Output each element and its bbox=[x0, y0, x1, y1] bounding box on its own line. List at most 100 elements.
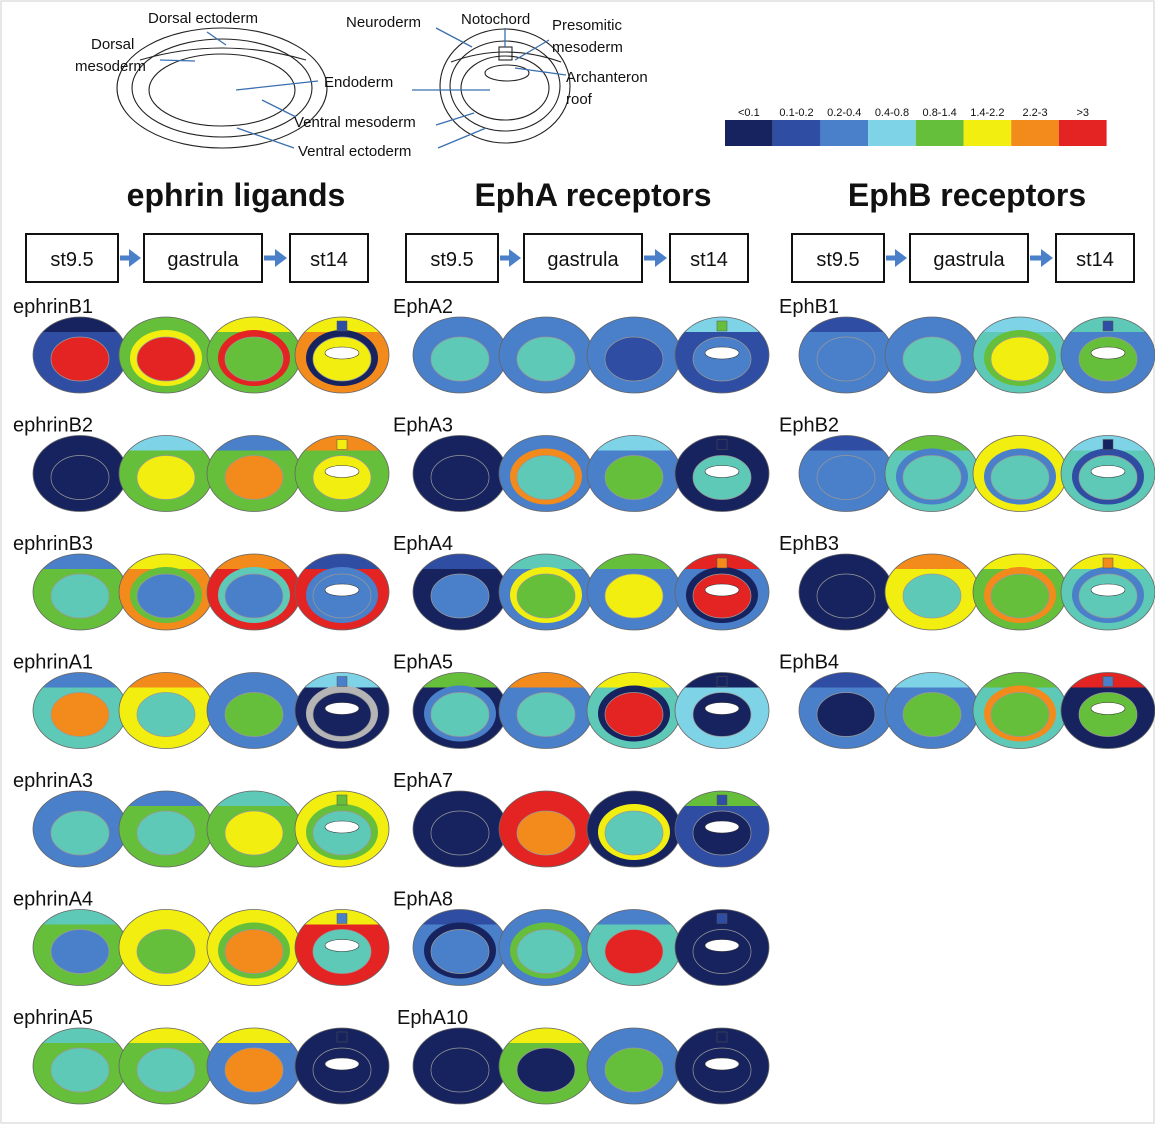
stage-label: st14 bbox=[690, 249, 728, 271]
archenteron-cavity bbox=[1090, 346, 1126, 360]
gene-name: EphA3 bbox=[393, 415, 453, 437]
gene-name: ephrinA4 bbox=[13, 889, 93, 911]
archenteron-cavity bbox=[324, 465, 360, 478]
embryo-diagram bbox=[498, 435, 594, 512]
gene-row: EphB2 bbox=[779, 415, 1155, 512]
endoderm-region bbox=[137, 455, 195, 500]
stage-arrowhead bbox=[655, 249, 667, 267]
stage-label: st14 bbox=[310, 249, 348, 271]
embryo-diagram bbox=[294, 909, 390, 986]
notochord-region bbox=[336, 439, 348, 450]
gene-name: EphB2 bbox=[779, 415, 839, 437]
legend-swatch bbox=[772, 120, 821, 146]
legend-label: 0.2-0.4 bbox=[827, 107, 861, 119]
embryo-diagram bbox=[1060, 672, 1155, 749]
legend-label: 1.4-2.2 bbox=[970, 107, 1004, 119]
archenteron-cavity bbox=[324, 583, 360, 597]
endoderm-region bbox=[431, 811, 489, 855]
notochord-region bbox=[716, 676, 728, 687]
notochord-region bbox=[716, 913, 728, 924]
gene-row: EphA7 bbox=[393, 770, 770, 868]
stage-box bbox=[25, 233, 119, 283]
embryo-diagram bbox=[586, 672, 682, 749]
stage-label: st9.5 bbox=[430, 249, 473, 271]
endoderm-region bbox=[137, 337, 195, 381]
stage-label: st9.5 bbox=[50, 249, 93, 271]
embryo-diagram bbox=[972, 672, 1068, 749]
endoderm-region bbox=[991, 574, 1049, 618]
endoderm-region bbox=[605, 455, 663, 500]
embryo-diagram bbox=[674, 790, 770, 868]
gene-name: EphA5 bbox=[393, 652, 453, 674]
stage-label: gastrula bbox=[547, 249, 619, 271]
gene-name: EphA10 bbox=[397, 1007, 468, 1029]
legend-label: 0.1-0.2 bbox=[779, 107, 813, 119]
endoderm-region bbox=[605, 337, 663, 381]
embryo-diagram bbox=[884, 316, 980, 394]
notochord-region bbox=[336, 913, 348, 924]
endoderm-region bbox=[517, 337, 575, 381]
legend-label: <0.1 bbox=[738, 107, 760, 119]
label-presomitic-line1: Presomitic bbox=[552, 17, 623, 34]
endoderm-region bbox=[137, 692, 195, 737]
endoderm-region bbox=[991, 455, 1049, 500]
legend-label: 0.4-0.8 bbox=[875, 107, 909, 119]
embryo-diagram bbox=[498, 553, 594, 631]
endoderm-region bbox=[51, 1048, 109, 1092]
stage-label: st9.5 bbox=[816, 249, 859, 271]
endoderm-region bbox=[51, 929, 109, 974]
gene-name: ephrinB1 bbox=[13, 296, 93, 318]
stage-box bbox=[1055, 233, 1135, 283]
gene-name: ephrinA5 bbox=[13, 1007, 93, 1029]
gene-name: EphA4 bbox=[393, 533, 453, 555]
stage-label: gastrula bbox=[933, 249, 1005, 271]
archenteron-cavity bbox=[704, 820, 740, 834]
gene-row: EphA5 bbox=[393, 652, 770, 749]
embryo-diagram bbox=[32, 553, 128, 631]
embryo-diagram bbox=[884, 435, 980, 512]
embryo-diagram bbox=[798, 553, 894, 631]
embryo-diagram bbox=[972, 316, 1068, 394]
endoderm-region bbox=[431, 574, 489, 618]
embryo-diagram bbox=[412, 316, 508, 394]
gene-name: EphB3 bbox=[779, 533, 839, 555]
gene-row: EphA3 bbox=[393, 415, 770, 512]
embryo-diagram bbox=[206, 435, 302, 512]
embryo-diagram bbox=[32, 435, 128, 512]
label-ventral-ectoderm: Ventral ectoderm bbox=[298, 143, 411, 160]
embryo-diagram bbox=[498, 672, 594, 749]
notochord-region bbox=[336, 1031, 348, 1043]
notochord-region bbox=[716, 1031, 728, 1043]
embryo-diagram bbox=[118, 672, 214, 749]
archenteron-cavity bbox=[704, 702, 740, 715]
embryo-diagram bbox=[32, 672, 128, 749]
stage-label: gastrula bbox=[167, 249, 239, 271]
embryo-diagram bbox=[972, 435, 1068, 512]
legend-label: 2.2-3 bbox=[1023, 107, 1048, 119]
stage-arrowhead bbox=[129, 249, 141, 267]
embryo-diagram bbox=[412, 553, 508, 631]
endoderm-region bbox=[225, 692, 283, 737]
embryo-diagram bbox=[586, 553, 682, 631]
archenteron-cavity bbox=[1090, 583, 1126, 597]
embryo-diagram bbox=[294, 672, 390, 749]
embryo-diagram bbox=[674, 909, 770, 986]
endoderm-region bbox=[903, 455, 961, 500]
label-dorsal-mesoderm-line2: mesoderm bbox=[75, 58, 146, 75]
embryo-diagram bbox=[498, 790, 594, 868]
gene-name: EphB1 bbox=[779, 296, 839, 318]
label-dorsal-ectoderm: Dorsal ectoderm bbox=[148, 10, 258, 27]
embryo-diagram bbox=[206, 1027, 302, 1105]
embryo-diagram bbox=[674, 1027, 770, 1105]
legend-swatch bbox=[1011, 120, 1059, 146]
label-endoderm: Endoderm bbox=[324, 74, 393, 91]
embryo-diagram bbox=[412, 909, 508, 986]
schematic-late-stage: Neuroderm Notochord Presomitic mesoderm … bbox=[346, 11, 648, 149]
gene-name: EphB4 bbox=[779, 652, 839, 674]
endoderm-region bbox=[605, 574, 663, 618]
legend-swatch bbox=[1058, 120, 1107, 146]
gene-name: EphA2 bbox=[393, 296, 453, 318]
endoderm-region bbox=[517, 811, 575, 855]
notochord-region bbox=[716, 439, 728, 450]
